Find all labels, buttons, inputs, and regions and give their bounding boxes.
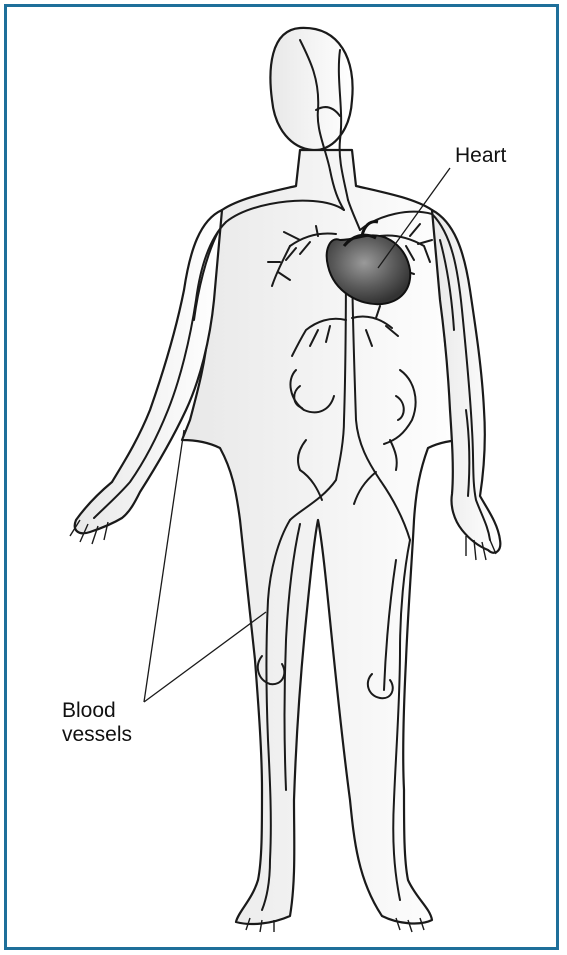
blood-vessels-label: Blood vessels <box>62 699 132 747</box>
vessel-leader-line-leg <box>144 612 266 702</box>
body-outline <box>75 28 501 924</box>
heart-label: Heart <box>455 144 506 168</box>
